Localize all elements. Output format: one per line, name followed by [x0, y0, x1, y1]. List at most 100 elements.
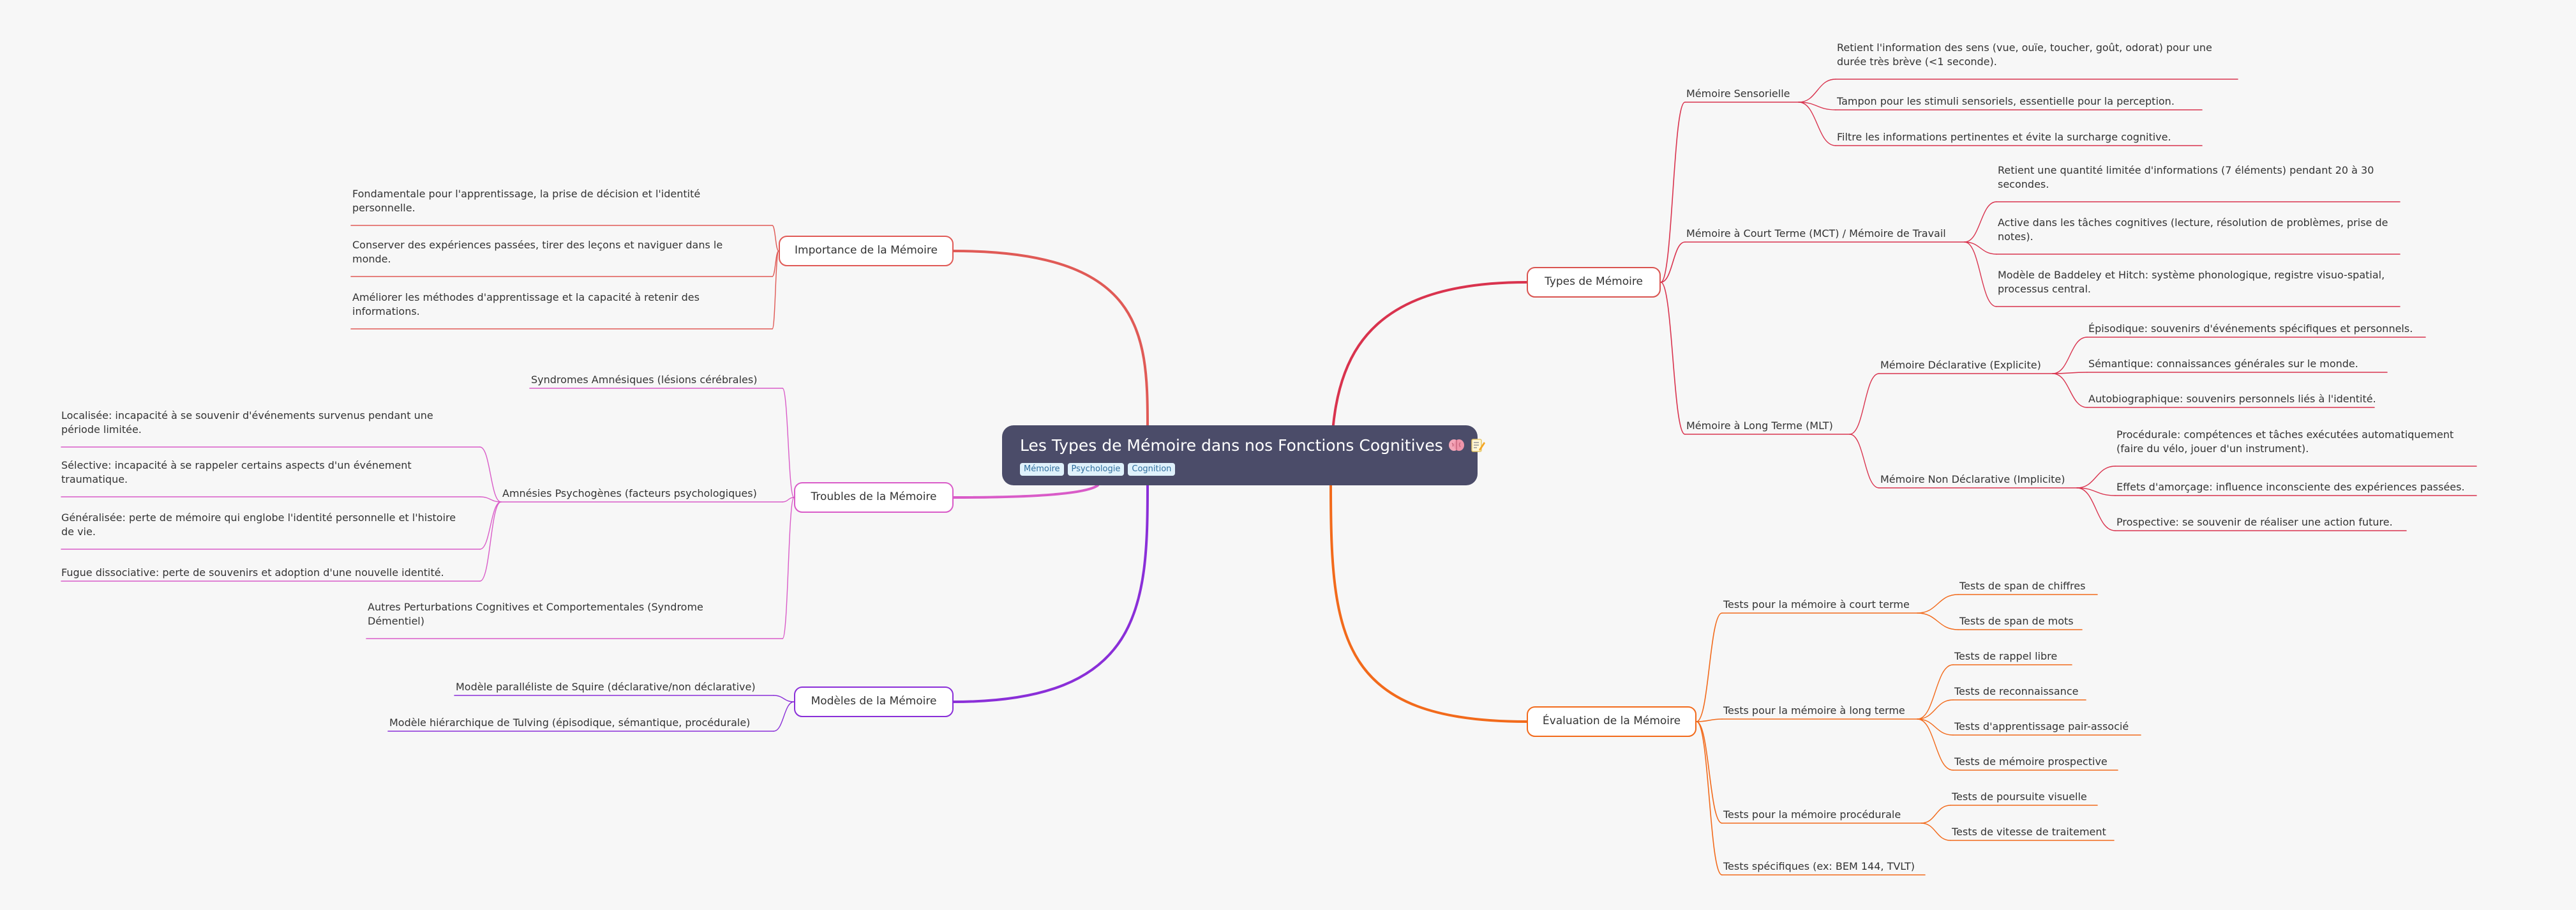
- connector-line: [773, 701, 795, 732]
- connector-line: [1917, 594, 1959, 614]
- connector-line: [479, 496, 502, 503]
- connector-line: [2076, 487, 2116, 496]
- topic-memoire-court-terme[interactable]: Mémoire à Court Terme (MCT) / Mémoire de…: [1686, 227, 1946, 239]
- connector-line: [1798, 102, 1836, 110]
- mct-item[interactable]: Retient une quantité limitée d'informati…: [1998, 164, 2374, 190]
- connector-line: [1849, 434, 1880, 489]
- branch-evaluation: [1329, 484, 1528, 723]
- connector-line: [2052, 373, 2088, 408]
- connector-line: [782, 497, 795, 639]
- topic-types-de-memoire[interactable]: Types de Mémoire: [1527, 267, 1661, 298]
- tag-memoire[interactable]: Mémoire: [1020, 463, 1064, 476]
- declarative-item[interactable]: Autobiographique: souvenirs personnels l…: [2088, 393, 2376, 405]
- long-terme-test[interactable]: Tests de reconnaissance: [1954, 685, 2079, 697]
- topic-tests-specifiques[interactable]: Tests spécifiques (ex: BEM 144, TVLT): [1723, 860, 1915, 872]
- root-topic[interactable]: Les Types de Mémoire dans nos Fonctions …: [1002, 425, 1485, 485]
- brain-icon: [1448, 436, 1465, 459]
- sensorielle-item[interactable]: Filtre les informations pertinentes et é…: [1837, 131, 2171, 143]
- connector-line: [2052, 337, 2088, 374]
- topic-tests-procedurale[interactable]: Tests pour la mémoire procédurale: [1723, 808, 1901, 821]
- connector-line: [2076, 487, 2116, 531]
- tag-cognition[interactable]: Cognition: [1128, 463, 1176, 476]
- connector-line: [782, 388, 795, 498]
- topic-syndromes-amnesiques[interactable]: Syndromes Amnésiques (lésions cérébrales…: [531, 374, 758, 386]
- connector-line: [772, 250, 779, 330]
- connector-line: [479, 501, 502, 582]
- connector-line: [1849, 373, 1880, 435]
- connector-line: [2076, 466, 2116, 489]
- topic-evaluation-de-la-memoire[interactable]: Évaluation de la Mémoire: [1527, 706, 1696, 737]
- connector-line: [1921, 823, 1951, 841]
- topic-memoire-non-declarative[interactable]: Mémoire Non Déclarative (Implicite): [1880, 473, 2065, 485]
- connector-line: [1917, 718, 1954, 771]
- court-terme-test[interactable]: Tests de span de chiffres: [1959, 580, 2086, 592]
- procedurale-test[interactable]: Tests de poursuite visuelle: [1952, 791, 2087, 803]
- non-declarative-item[interactable]: Procédurale: compétences et tâches exécu…: [2116, 428, 2454, 455]
- psychogene-item[interactable]: Fugue dissociative: perte de souvenirs e…: [61, 566, 444, 579]
- psychogene-item[interactable]: Sélective: incapacité à se rappeler cert…: [61, 459, 412, 485]
- connector-line: [1660, 241, 1686, 283]
- connector-line: [1964, 241, 1997, 307]
- connector-line: [1798, 102, 1836, 146]
- connector-line: [1798, 79, 1836, 103]
- tag-list: Mémoire Psychologie Cognition: [1020, 463, 1460, 476]
- court-terme-test[interactable]: Tests de span de mots: [1959, 615, 2074, 627]
- topic-tests-court-terme[interactable]: Tests pour la mémoire à court terme: [1723, 598, 1910, 610]
- mct-item[interactable]: Modèle de Baddeley et Hitch: système pho…: [1998, 269, 2385, 295]
- memo-icon: [1470, 436, 1485, 459]
- branch-modeles: [952, 484, 1149, 703]
- importance-item[interactable]: Fondamentale pour l'apprentissage, la pr…: [352, 188, 701, 214]
- topic-troubles-de-la-memoire[interactable]: Troubles de la Mémoire: [794, 482, 954, 513]
- sensorielle-item[interactable]: Tampon pour les stimuli sensoriels, esse…: [1837, 95, 2175, 107]
- declarative-item[interactable]: Épisodique: souvenirs d'événements spéci…: [2088, 322, 2413, 335]
- psychogene-item[interactable]: Localisée: incapacité à se souvenir d'év…: [61, 409, 433, 436]
- connector-line: [1696, 718, 1723, 722]
- connector-line: [479, 446, 502, 503]
- connector-line: [1917, 612, 1959, 630]
- connector-line: [1921, 805, 1951, 824]
- topic-tests-long-terme[interactable]: Tests pour la mémoire à long terme: [1723, 704, 1905, 717]
- declarative-item[interactable]: Sémantique: connaissances générales sur …: [2088, 358, 2358, 370]
- sensorielle-item[interactable]: Retient l'information des sens (vue, ouï…: [1837, 42, 2212, 68]
- connector-line: [782, 497, 795, 503]
- non-declarative-item[interactable]: Effets d'amorçage: influence inconscient…: [2116, 481, 2465, 493]
- topic-autres-perturbations[interactable]: Autres Perturbations Cognitives et Compo…: [368, 601, 703, 627]
- topic-modeles-de-la-memoire[interactable]: Modèles de la Mémoire: [794, 686, 954, 717]
- topic-memoire-sensorielle[interactable]: Mémoire Sensorielle: [1686, 87, 1790, 100]
- connector-line: [1696, 721, 1723, 876]
- topic-memoire-declarative[interactable]: Mémoire Déclarative (Explicite): [1880, 359, 2041, 371]
- long-terme-test[interactable]: Tests d'apprentissage pair-associé: [1954, 720, 2129, 732]
- connector-line: [1660, 282, 1686, 435]
- non-declarative-item[interactable]: Prospective: se souvenir de réaliser une…: [2116, 516, 2393, 528]
- connector-line: [1917, 664, 1954, 720]
- connector-line: [1917, 699, 1954, 720]
- connector-line: [2052, 372, 2088, 374]
- connector-line: [1917, 718, 1954, 736]
- topic-memoire-long-terme[interactable]: Mémoire à Long Terme (MLT): [1686, 420, 1833, 432]
- topic-importance-de-la-memoire[interactable]: Importance de la Mémoire: [779, 236, 954, 266]
- tag-psychologie[interactable]: Psychologie: [1067, 463, 1125, 476]
- importance-item[interactable]: Conserver des expériences passées, tirer…: [352, 239, 723, 265]
- connector-line: [773, 695, 795, 702]
- branch-troubles: [952, 484, 1099, 499]
- topic-amnesies-psychogenes[interactable]: Amnésies Psychogènes (facteurs psycholog…: [502, 487, 757, 499]
- long-terme-test[interactable]: Tests de mémoire prospective: [1954, 755, 2108, 768]
- importance-item[interactable]: Améliorer les méthodes d'apprentissage e…: [352, 291, 700, 317]
- long-terme-test[interactable]: Tests de rappel libre: [1954, 650, 2058, 662]
- connector-line: [1964, 241, 1997, 255]
- connector-line: [1696, 612, 1723, 722]
- connector-line: [772, 225, 779, 252]
- connector-line: [479, 501, 502, 550]
- psychogene-item[interactable]: Généralisée: perte de mémoire qui englob…: [61, 512, 456, 538]
- mct-item[interactable]: Active dans les tâches cognitives (lectu…: [1998, 216, 2388, 243]
- modele-item[interactable]: Modèle paralléliste de Squire (déclarati…: [456, 681, 756, 693]
- modele-item[interactable]: Modèle hiérarchique de Tulving (épisodiq…: [389, 717, 751, 729]
- connector-line: [1696, 721, 1723, 824]
- connector-line: [1964, 201, 1997, 243]
- procedurale-test[interactable]: Tests de vitesse de traitement: [1952, 826, 2106, 838]
- branch-importance: [952, 250, 1149, 427]
- connector-line: [1660, 102, 1686, 283]
- root-title: Les Types de Mémoire dans nos Fonctions …: [1020, 434, 1485, 459]
